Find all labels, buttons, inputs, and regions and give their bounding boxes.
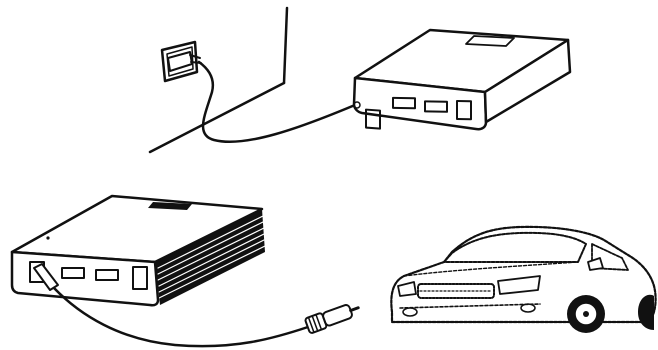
power-station-icon bbox=[354, 30, 570, 129]
power-cord-icon bbox=[199, 62, 355, 142]
home-charging-scene bbox=[150, 8, 570, 152]
car-charging-scene bbox=[12, 196, 656, 346]
wall-outlet-icon bbox=[162, 42, 201, 81]
car-wheel bbox=[567, 295, 605, 333]
car-icon bbox=[391, 227, 655, 333]
